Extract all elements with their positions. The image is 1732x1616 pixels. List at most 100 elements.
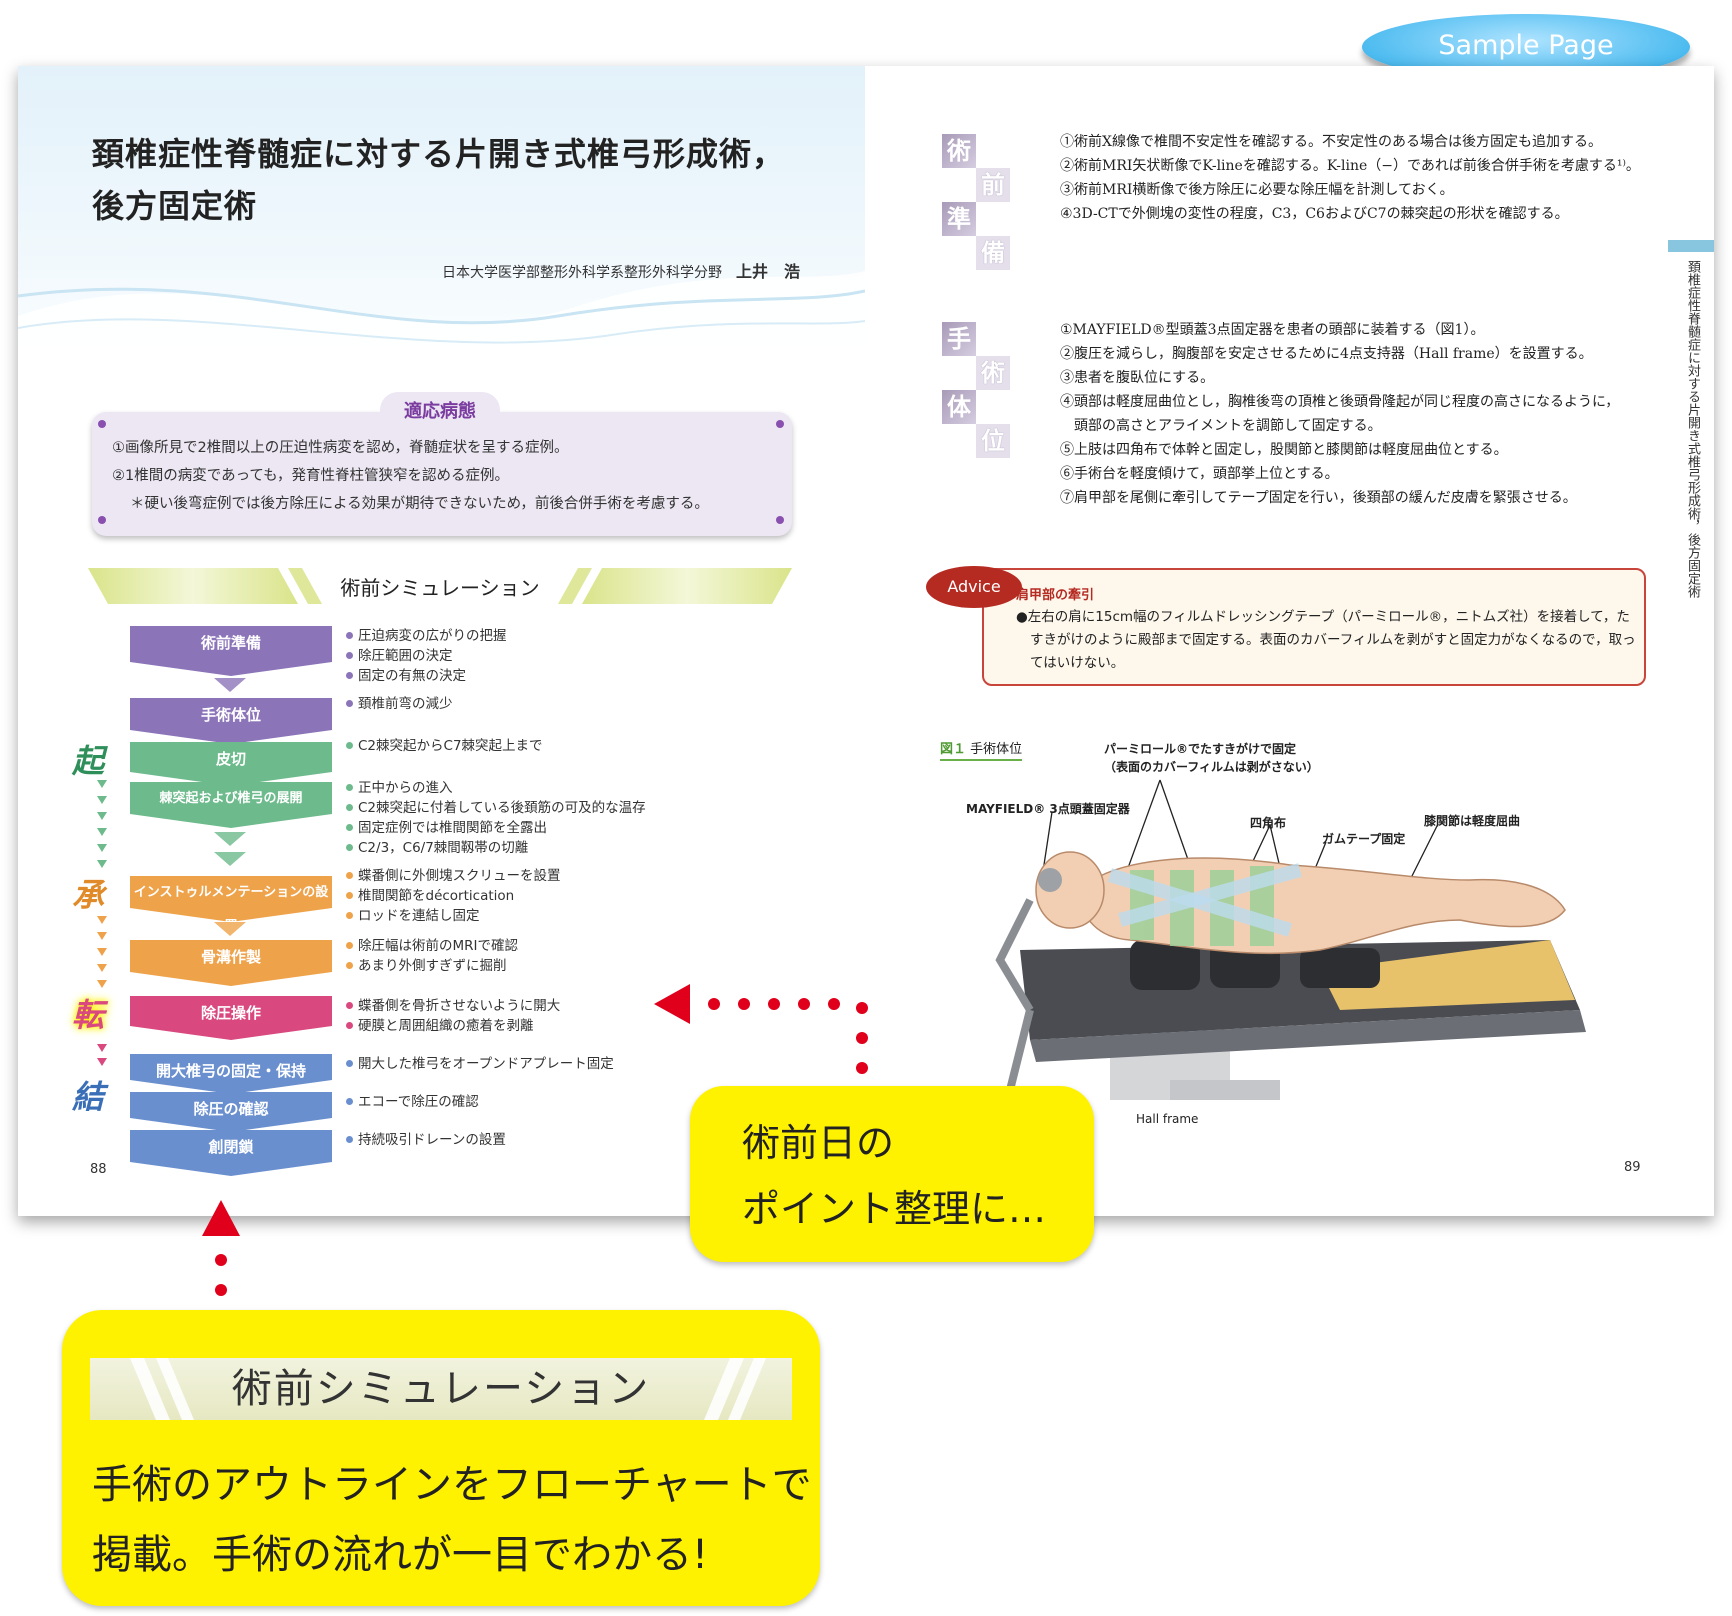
callout-body-line: 掲載。手術の流れが一目でわかる!	[92, 1532, 709, 1578]
prep-char: 備	[976, 236, 1010, 270]
flow-note: 椎間関節をdécortication	[346, 886, 561, 906]
corner-dot	[98, 420, 106, 428]
flow-note-text: 圧迫病変の広がりの把握	[358, 628, 507, 644]
flow-step-notes: C2棘突起からC7棘突起上まで	[346, 736, 543, 756]
callout-preop-points: 術前日の ポイント整理に…	[690, 1086, 1094, 1262]
advice-box	[982, 568, 1646, 686]
position-char: 位	[976, 424, 1010, 458]
flow-note: C2棘突起に付着している後頚筋の可及的な温存	[346, 798, 646, 818]
flow-note: 蝶番側に外側塊スクリューを設置	[346, 866, 561, 886]
figure-label: Hall frame	[1136, 1112, 1199, 1126]
flow-step: 棘突起および椎弓の展開	[130, 782, 332, 828]
flow-note-text: 固定の有無の決定	[358, 668, 466, 684]
flow-step: 除圧操作	[130, 996, 332, 1040]
indication-heading: 適応病態	[380, 392, 500, 430]
simulation-heading: 術前シミュレーション	[340, 576, 540, 600]
phase-arrow	[97, 948, 107, 956]
phase-ten: 転	[72, 996, 105, 1034]
flow-step-label: 除圧の確認	[193, 1100, 269, 1118]
bullet-dot	[346, 1136, 353, 1143]
flow-note: 固定症例では椎間関節を全露出	[346, 818, 646, 838]
phase-arrow	[97, 828, 107, 836]
phase-arrow	[97, 812, 107, 820]
flow-step-shape	[130, 698, 332, 744]
phase-arrow	[97, 1058, 107, 1066]
flow-step-notes: 除圧幅は術前のMRIで確認あまり外側すぎずに掘削	[346, 936, 518, 976]
bullet-dot	[346, 844, 353, 851]
flow-note-text: あまり外側すぎずに掘削	[358, 958, 507, 974]
prep-line: ①術前X線像で椎間不安定性を確認する。不安定性のある場合は後方固定も追加する。	[1060, 134, 1602, 150]
flow-note: C2/3，C6/7棘間靱帯の切離	[346, 838, 646, 858]
flow-connector-arrow	[214, 678, 246, 692]
callout-body-line: 手術のアウトラインをフローチャートで	[92, 1462, 812, 1508]
author-line: 日本大学医学部整形外科学系整形外科学分野上井 浩	[440, 258, 800, 282]
callout-title-band	[90, 1358, 792, 1420]
phase-arrow	[97, 964, 107, 972]
flow-step-label: 手術体位	[200, 706, 261, 724]
flow-note: 持続吸引ドレーンの設置	[346, 1130, 506, 1150]
position-char: 体	[942, 390, 976, 424]
bullet-dot	[346, 1098, 353, 1105]
phase-arrow	[97, 860, 107, 868]
page-number-right: 89	[1624, 1160, 1641, 1175]
flow-note: 除圧範囲の決定	[346, 646, 507, 666]
flow-step: インストゥルメンテーションの設置	[130, 876, 332, 934]
phase-arrow	[97, 796, 107, 804]
indication-line: ＊硬い後弯症例では後方除圧による効果が期待できないため，前後合併手術を考慮する。	[130, 496, 709, 512]
figure-caption: 図１ 手術体位	[940, 738, 1023, 761]
phase-arrow	[97, 1044, 107, 1052]
callout-title: 術前シミュレーション	[231, 1366, 651, 1412]
position-char: 術	[976, 356, 1010, 390]
dotted-arrow-right	[654, 984, 868, 1100]
flow-note: 蝶番側を骨折させないように開大	[346, 996, 560, 1016]
flow-step: 骨溝作製	[130, 940, 332, 986]
figure-label: 膝関節は軽度屈曲	[1424, 814, 1521, 828]
prep-char: 前	[976, 168, 1010, 202]
flow-note-text: 除圧幅は術前のMRIで確認	[358, 938, 519, 954]
phase-arrow	[97, 844, 107, 852]
flow-step-shape	[130, 626, 332, 676]
position-line: ⑤上肢は四角布で体幹と固定し，股関節と膝関節は軽度屈曲位とする。	[1060, 442, 1508, 458]
bullet-dot	[346, 872, 353, 879]
flow-connector-arrow	[214, 852, 246, 866]
flow-step-notes: 持続吸引ドレーンの設置	[346, 1130, 506, 1150]
position-line: ⑦肩甲部を尾側に牽引してテープ固定を行い，後頚部の緩んだ皮膚を緊張させる。	[1060, 490, 1577, 506]
flow-step-label: 開大椎弓の固定・保持	[155, 1062, 306, 1080]
flow-step-shape	[130, 940, 332, 986]
flow-step-label: 骨溝作製	[200, 948, 261, 966]
position-line: ②腹圧を減らし，胸腹部を安定させるために4点支持器（Hall frame）を設置…	[1060, 346, 1593, 362]
bullet-dot	[346, 804, 353, 811]
bullet-dot	[346, 784, 353, 791]
bullet-dot	[346, 824, 353, 831]
flow-note-text: 固定症例では椎間関節を全露出	[358, 820, 547, 836]
author-affiliation: 日本大学医学部整形外科学系整形外科学分野	[441, 265, 722, 281]
flow-note-text: C2/3，C6/7棘間靱帯の切離	[358, 840, 529, 856]
flow-step: 創閉鎖	[130, 1130, 332, 1176]
flow-note: 固定の有無の決定	[346, 666, 507, 686]
indication-box	[92, 412, 792, 536]
flow-step-shape	[130, 876, 332, 922]
flow-note-text: 椎間関節をdécortication	[358, 888, 515, 904]
flow-note: 開大した椎弓をオープンドアプレート固定	[346, 1054, 614, 1074]
callout-text: 術前日の	[742, 1121, 895, 1165]
flow-step: 皮切	[130, 742, 332, 786]
bullet-dot	[346, 700, 353, 707]
flow-note-text: 正中からの進入	[358, 780, 453, 796]
author-name: 上井 浩	[735, 262, 800, 281]
position-line: 頭部の高さとアライメントを調節して固定する。	[1060, 418, 1382, 434]
flow-note-text: 頚椎前弯の減少	[358, 696, 453, 712]
flow-step-notes: 圧迫病変の広がりの把握除圧範囲の決定固定の有無の決定	[346, 626, 507, 686]
figure-label: ガムテープ固定	[1322, 832, 1406, 846]
bullet-dot	[346, 1022, 353, 1029]
flow-note: 正中からの進入	[346, 778, 646, 798]
advice-badge: Advice	[926, 566, 1022, 608]
flow-step-shape	[130, 1130, 332, 1176]
flow-step-notes: 開大した椎弓をオープンドアプレート固定	[346, 1054, 614, 1074]
prep-char: 準	[942, 202, 976, 236]
wave-decoration	[18, 271, 865, 350]
page-title: 頚椎症性脊髄症に対する片開き式椎弓形成術， 後方固定術	[92, 135, 786, 225]
page-number-left: 88	[90, 1162, 107, 1177]
flow-step-label: 皮切	[215, 750, 246, 768]
bullet-dot	[346, 1060, 353, 1067]
